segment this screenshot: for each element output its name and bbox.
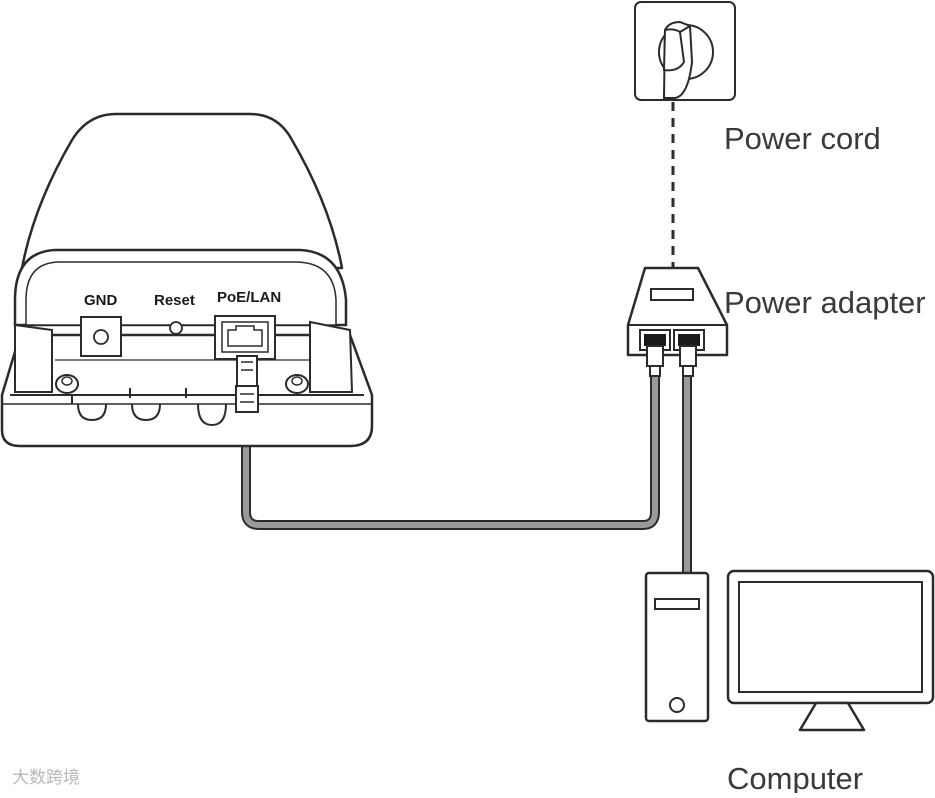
- poe-adapter-icon: [626, 266, 729, 357]
- computer-label: Computer: [727, 761, 863, 793]
- wall-outlet-icon: [634, 1, 736, 101]
- gnd-label: GND: [84, 292, 118, 309]
- ethernet-plug-icon: [646, 345, 697, 377]
- watermark: 大数跨境: [12, 768, 80, 788]
- access-point-device: [0, 112, 374, 448]
- power-cord-label: Power cord: [724, 121, 881, 156]
- monitor-icon: [726, 569, 935, 732]
- power-adapter-label: Power adapter: [724, 285, 926, 320]
- poe-lan-label: PoE/LAN: [217, 289, 281, 306]
- ethernet-cable-device-to-adapter: [241, 374, 660, 530]
- reset-label: Reset: [154, 292, 195, 309]
- pc-tower-icon: [644, 571, 710, 723]
